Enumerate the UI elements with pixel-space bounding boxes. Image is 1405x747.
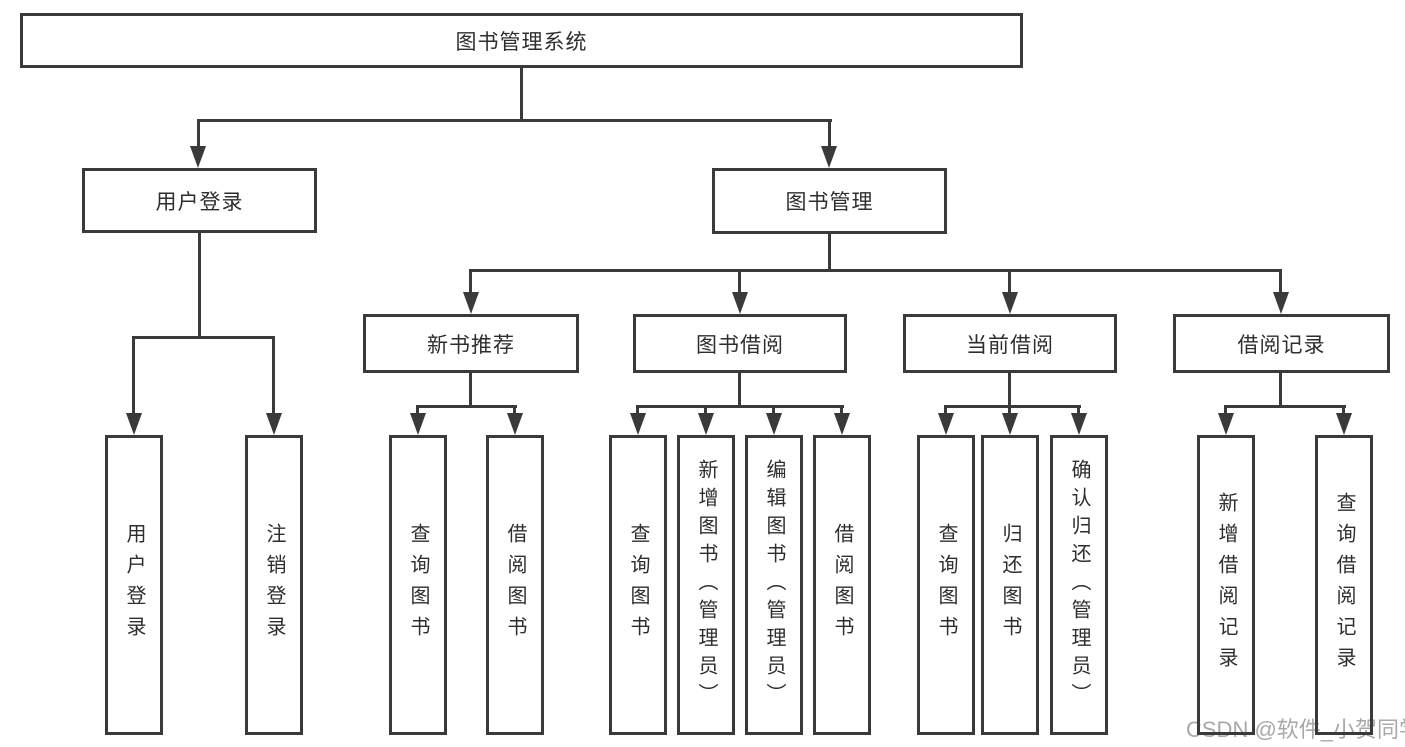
node-book-management: 图书管理 (712, 168, 947, 234)
connector-line (513, 405, 516, 417)
arrowhead-down (938, 413, 954, 435)
connector-line (469, 269, 472, 294)
connector-line (1279, 269, 1282, 294)
csdn-watermark: CSDN @软件_小贺同学 (1186, 717, 1405, 742)
arrowhead-down (266, 413, 282, 435)
node-book-borrowing: 图书借阅 (633, 314, 847, 373)
node-user-login: 用户登录 (82, 168, 317, 233)
connector-line (132, 336, 275, 339)
leaf-return-books: 归还图书 (981, 435, 1039, 735)
connector-line (470, 269, 1282, 272)
arrowhead-down (1002, 413, 1018, 435)
connector-line (272, 336, 275, 416)
node-borrow-records: 借阅记录 (1173, 314, 1390, 373)
connector-line (520, 68, 523, 121)
connector-line (738, 373, 741, 407)
connector-line (636, 405, 639, 417)
connector-line (828, 234, 831, 271)
arrowhead-down (1273, 292, 1289, 314)
connector-line (1224, 405, 1346, 408)
arrowhead-down (410, 413, 426, 435)
leaf-query-books-borrowing: 查询图书 (609, 435, 667, 735)
arrowhead-down (821, 146, 837, 168)
arrowhead-down (630, 413, 646, 435)
arrowhead-down (126, 413, 142, 435)
connector-line (1008, 269, 1011, 294)
leaf-borrow-books-recommend: 借阅图书 (486, 435, 544, 735)
connector-line (132, 336, 135, 416)
connector-line (1279, 373, 1282, 407)
connector-line (944, 405, 1081, 408)
leaf-logout: 注销登录 (245, 435, 303, 735)
arrowhead-down (1071, 413, 1087, 435)
connector-line (636, 405, 844, 408)
connector-line (1008, 373, 1011, 407)
arrowhead-down (507, 413, 523, 435)
arrowhead-down (1002, 292, 1018, 314)
connector-line (416, 405, 419, 417)
connector-line (469, 373, 472, 407)
connector-line (1342, 405, 1345, 417)
node-new-book-recommend: 新书推荐 (363, 314, 579, 373)
arrowhead-down (834, 413, 850, 435)
connector-line (1077, 405, 1080, 417)
connector-line (1008, 405, 1011, 417)
arrowhead-down (1336, 413, 1352, 435)
connector-line (828, 119, 831, 151)
leaf-edit-books-admin: 编辑图书（管理员） (745, 435, 803, 735)
leaf-add-borrow-record: 新增借阅记录 (1197, 435, 1255, 735)
leaf-query-books-current: 查询图书 (917, 435, 975, 735)
arrowhead-down (732, 292, 748, 314)
arrowhead-down (190, 146, 206, 168)
connector-line (704, 405, 707, 417)
leaf-add-books-admin: 新增图书（管理员） (677, 435, 735, 735)
connector-line (197, 119, 832, 122)
connector-line (840, 405, 843, 417)
leaf-query-books-recommend: 查询图书 (389, 435, 447, 735)
leaf-user-login: 用户登录 (105, 435, 163, 735)
connector-line (738, 269, 741, 294)
connector-line (198, 233, 201, 338)
arrowhead-down (1218, 413, 1234, 435)
connector-line (944, 405, 947, 417)
arrowhead-down (463, 292, 479, 314)
arrowhead-down (698, 413, 714, 435)
node-library-management-system: 图书管理系统 (20, 13, 1023, 68)
arrowhead-down (766, 413, 782, 435)
connector-line (772, 405, 775, 417)
node-current-borrowing: 当前借阅 (903, 314, 1117, 373)
connector-line (1224, 405, 1227, 417)
leaf-confirm-return-admin: 确认归还（管理员） (1050, 435, 1108, 735)
leaf-query-borrow-record: 查询借阅记录 (1315, 435, 1373, 735)
connector-line (197, 119, 200, 151)
leaf-borrow-books: 借阅图书 (813, 435, 871, 735)
connector-line (416, 405, 517, 408)
